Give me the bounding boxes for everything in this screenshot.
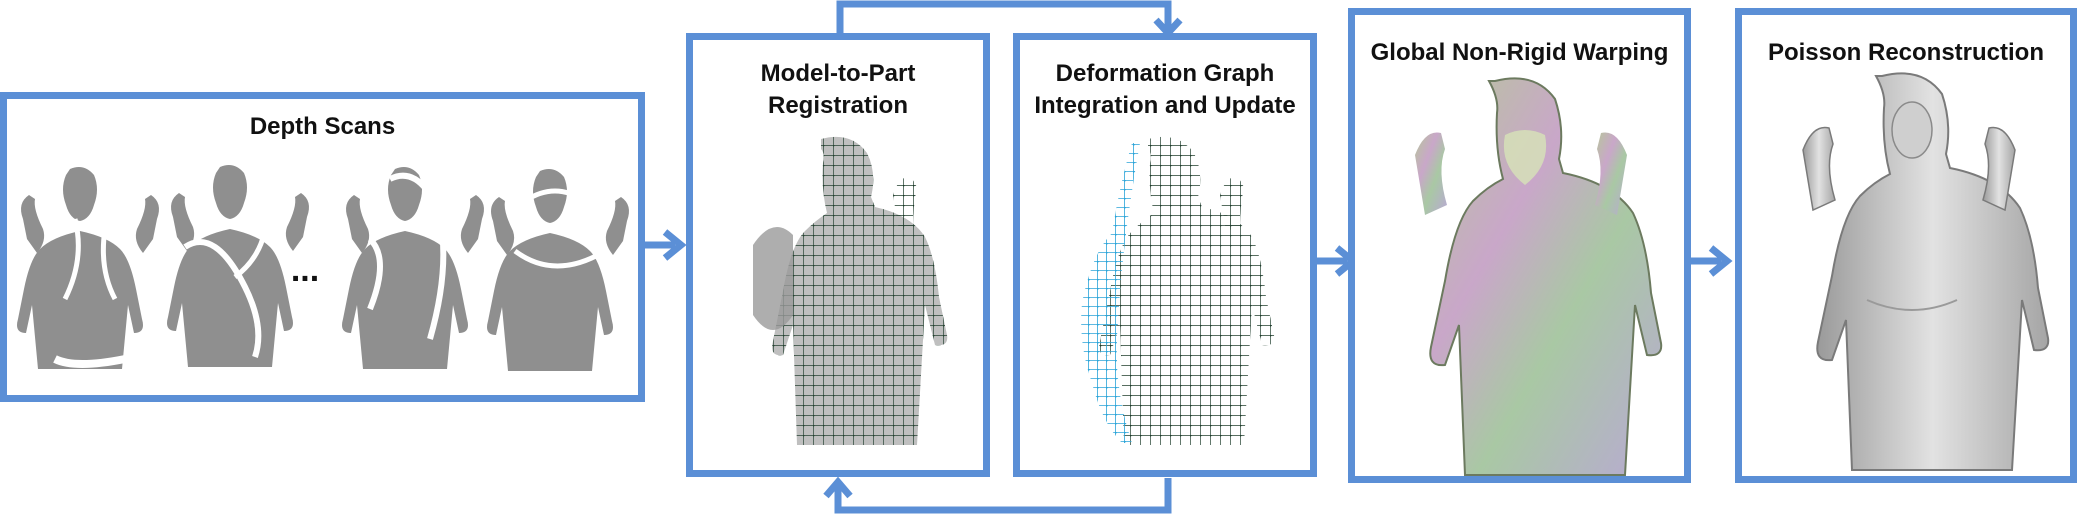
registration-graph-figure [753,136,948,445]
global-warping-title: Global Non-Rigid Warping [1370,39,1669,66]
arrow-1 [645,229,687,261]
poisson-mesh-figure [1802,72,2050,471]
depth-scans-title: Depth Scans [249,113,396,140]
arrow-3 [1691,245,1733,277]
global-warping-panel: Global Non-Rigid Warping [1348,8,1691,483]
model-to-part-title-line1: Model-to-Part [760,60,916,87]
feedback-loop-bottom-arrow [823,476,1172,514]
model-to-part-panel: Model-to-Part Registration [686,33,990,477]
poisson-title: Poisson Reconstruction [1767,39,2045,66]
feedback-loop-top-arrow [836,0,1183,39]
poisson-panel: Poisson Reconstruction [1735,8,2077,483]
deformation-graph-title-line2: Integration and Update [1034,92,1296,119]
scan-figure-1 [17,167,159,369]
depth-scans-panel: Depth Scans ... [0,92,645,402]
warped-mesh-figure [1415,77,1663,476]
depth-scan-figures: ... [17,165,629,371]
scan-figure-3 [342,167,484,369]
scan-figure-4 [487,169,629,371]
deformation-graph-title-line1: Deformation Graph [1055,60,1275,87]
deformation-graph-panel: Deformation Graph Integration and Update [1013,33,1317,477]
deformation-graph-figure [1081,136,1275,445]
scan-figure-2 [167,165,309,367]
depth-scans-ellipsis: ... [291,251,319,289]
model-to-part-title-line2: Registration [767,92,908,119]
